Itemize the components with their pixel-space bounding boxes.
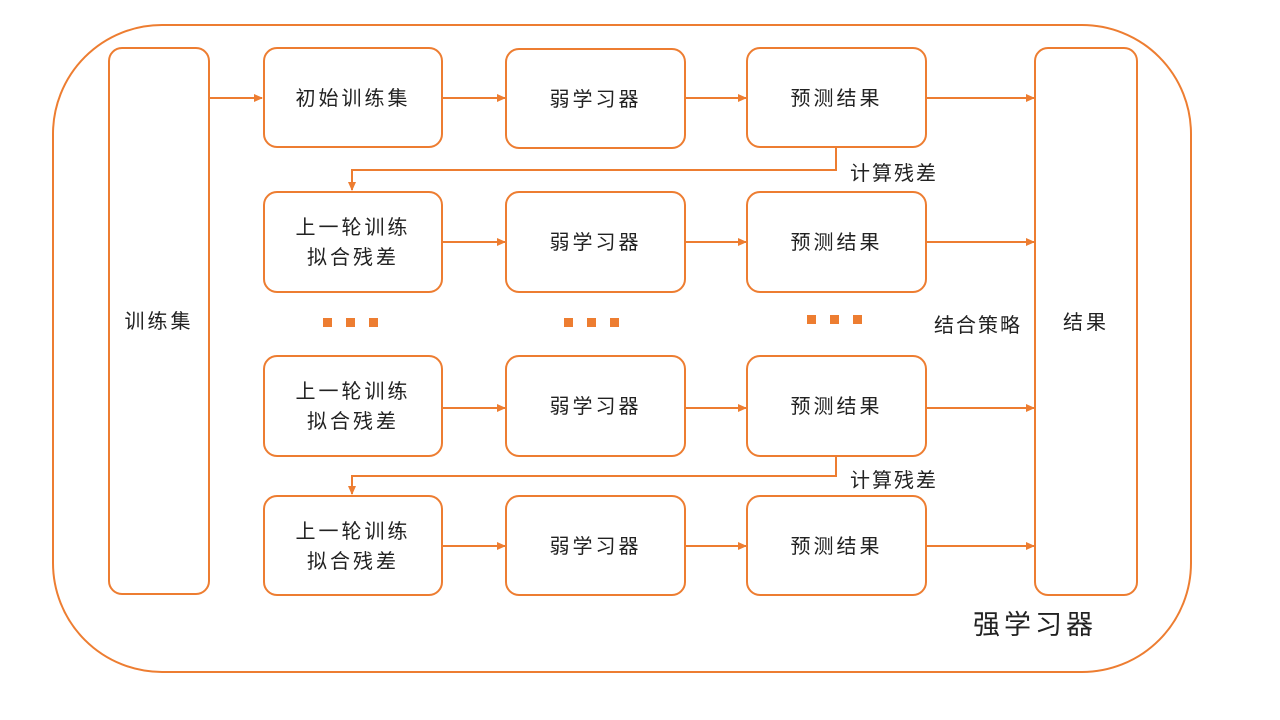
row4-learner-box: 弱学习器 xyxy=(505,495,686,596)
row1-learner-box: 弱学习器 xyxy=(505,48,686,149)
row2-input-box: 上一轮训练 拟合残差 xyxy=(263,191,443,293)
ellipsis-input xyxy=(323,318,378,327)
ellipsis-prediction xyxy=(807,315,862,324)
row4-input-line1: 上一轮训练 xyxy=(295,518,411,543)
row4-learner-label: 弱学习器 xyxy=(549,533,642,558)
row2-input-line2: 拟合残差 xyxy=(307,245,399,269)
row4-input-box: 上一轮训练 拟合残差 xyxy=(263,495,443,596)
row3-input-line1: 上一轮训练 xyxy=(295,379,411,403)
row3-input-line2: 拟合残差 xyxy=(307,409,399,433)
residual-label-2: 计算残差 xyxy=(850,468,938,492)
row4-prediction-label: 预测结果 xyxy=(790,533,883,558)
row3-learner-box: 弱学习器 xyxy=(505,355,686,457)
row1-prediction-box: 预测结果 xyxy=(746,47,927,148)
training-set-box: 训练集 xyxy=(108,47,210,595)
row3-input-box: 上一轮训练 拟合残差 xyxy=(263,355,443,457)
arrow-residual-1 xyxy=(348,148,837,191)
row4-input-line2: 拟合残差 xyxy=(307,548,399,573)
row2-learner-box: 弱学习器 xyxy=(505,191,686,293)
row1-prediction-label: 预测结果 xyxy=(790,85,883,110)
row2-input-line1: 上一轮训练 xyxy=(295,215,411,239)
row3-prediction-box: 预测结果 xyxy=(746,355,927,457)
result-box: 结果 xyxy=(1034,47,1138,596)
strong-learner-container xyxy=(52,24,1192,673)
row2-learner-label: 弱学习器 xyxy=(549,230,642,254)
arrow-residual-2 xyxy=(348,457,837,495)
result-label: 结果 xyxy=(1063,309,1109,334)
training-set-label: 训练集 xyxy=(124,309,194,333)
row1-input-line1: 初始训练集 xyxy=(295,85,411,110)
row1-input-box: 初始训练集 xyxy=(263,47,443,148)
ellipsis-learner xyxy=(564,318,619,327)
row2-prediction-label: 预测结果 xyxy=(790,230,883,254)
row3-learner-label: 弱学习器 xyxy=(549,394,642,418)
row3-prediction-label: 预测结果 xyxy=(790,394,883,418)
combine-strategy-label: 结合策略 xyxy=(934,313,1022,337)
residual-label-1: 计算残差 xyxy=(850,161,938,185)
row1-learner-label: 弱学习器 xyxy=(549,86,642,111)
row2-prediction-box: 预测结果 xyxy=(746,191,927,293)
strong-learner-label: 强学习器 xyxy=(973,610,1097,641)
row4-prediction-box: 预测结果 xyxy=(746,495,927,596)
